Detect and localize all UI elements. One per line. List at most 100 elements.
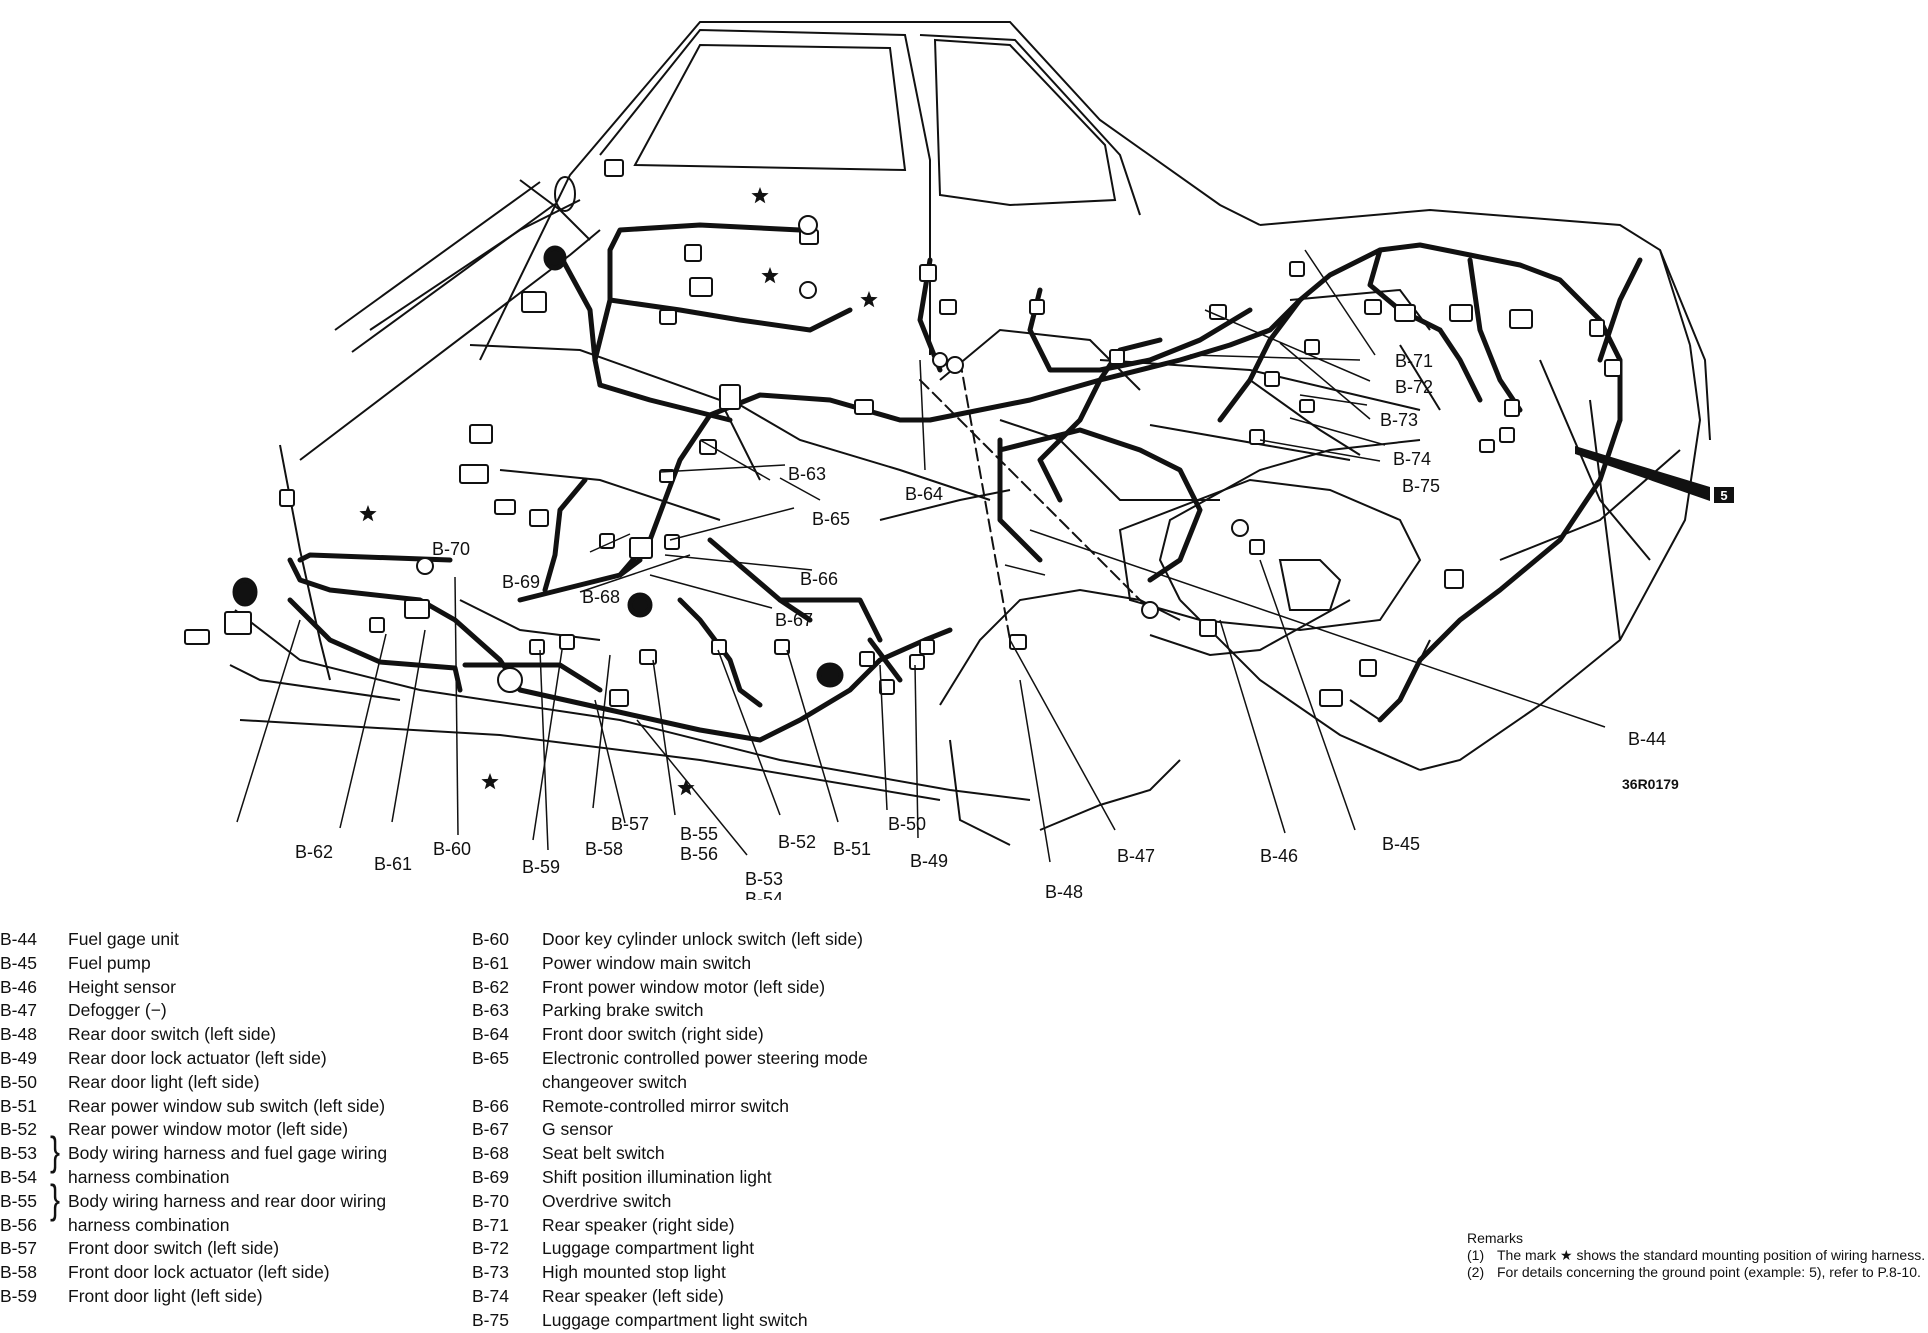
harness-wire <box>462 662 603 693</box>
legend-description: Fuel gage unit <box>68 929 179 949</box>
legend-code: B-44 <box>0 929 37 949</box>
mounting-hole <box>1141 601 1159 619</box>
mounting-hole <box>1231 519 1249 537</box>
leader-line <box>699 439 771 481</box>
legend-description: Body wiring harness and fuel gage wiring <box>68 1143 388 1164</box>
callout-b-44: B-44 <box>1628 729 1666 749</box>
callout-b-68: B-68 <box>582 587 620 607</box>
callout-b-45: B-45 <box>1382 834 1420 854</box>
legend-code: B-62 <box>472 976 509 997</box>
body-line <box>949 739 1011 846</box>
callout-b-58: B-58 <box>585 839 623 859</box>
legend-description: Luggage compartment light <box>542 1238 755 1259</box>
legend-code: B-57 <box>0 1238 37 1259</box>
harness-wire <box>597 382 733 423</box>
leader-line <box>1279 342 1371 420</box>
legend-description: Height sensor <box>68 976 176 997</box>
legend-description: Rear door lock actuator (left side) <box>68 1047 327 1068</box>
legend-description: Rear speaker (left side) <box>542 1285 724 1306</box>
callout-b-63: B-63 <box>788 464 826 484</box>
harness-wire <box>1437 327 1483 403</box>
legend-code: B-63 <box>472 1000 509 1021</box>
legend-description: harness combination <box>68 1214 230 1235</box>
callout-b-67: B-67 <box>775 610 813 630</box>
callout-b-66: B-66 <box>800 569 838 589</box>
remark-2-number: (2) <box>1467 1264 1485 1280</box>
legend-left-row: B-44 Fuel gage unit <box>0 928 448 952</box>
connector <box>529 639 545 655</box>
ground-box <box>1714 487 1734 503</box>
legend-code: B-48 <box>0 1024 37 1045</box>
leader-line <box>1009 639 1116 831</box>
leader-line <box>786 649 839 823</box>
legend-code: B-70 <box>472 1190 509 1211</box>
harness-hidden-wire <box>919 379 1151 611</box>
leader-line <box>579 554 691 593</box>
leader-line <box>879 664 888 811</box>
leader-line <box>592 654 611 809</box>
callout-b-71: B-71 <box>1395 351 1433 371</box>
legend-description: Defogger (−) <box>68 1000 167 1021</box>
legend-left-row: B-50 Rear door light (left side) <box>0 1071 448 1095</box>
harness-wire <box>1037 377 1103 503</box>
harness-wire <box>607 297 853 333</box>
leader-line <box>1219 619 1286 834</box>
connector <box>909 654 925 670</box>
body-line <box>599 28 931 355</box>
figure-code: 36R0179 <box>1622 776 1679 792</box>
remark-2: (2) For details concerning the ground po… <box>1467 1264 1927 1281</box>
connector <box>1479 439 1495 453</box>
legend-code: B-67 <box>472 1119 509 1140</box>
leader-line <box>1189 354 1361 361</box>
harness-wire <box>297 552 453 563</box>
callout-b-60: B-60 <box>433 839 471 859</box>
body-line <box>1179 599 1421 771</box>
legend-description: Overdrive switch <box>542 1190 672 1211</box>
harness-wire <box>927 242 1473 423</box>
connector <box>559 634 575 650</box>
legend-description: Rear door light (left side) <box>68 1071 260 1092</box>
body-line <box>1158 439 1421 601</box>
mounting-hole <box>946 356 964 374</box>
legend-description: Rear power window motor (left side) <box>68 1119 349 1140</box>
connector <box>1249 539 1265 555</box>
body-line <box>1118 478 1422 632</box>
body-line <box>1259 208 1691 346</box>
leader-line <box>649 574 773 609</box>
callout-b-59: B-59 <box>522 857 560 877</box>
star-marks <box>359 187 878 796</box>
harness-wire <box>1217 297 1303 423</box>
harness-wire <box>592 222 803 363</box>
legend-description: High mounted stop light <box>542 1262 726 1283</box>
mounting-hole <box>497 667 523 693</box>
harness-wire <box>287 597 463 693</box>
legend-description: Luggage compartment light switch <box>542 1309 808 1330</box>
connector <box>1009 634 1027 650</box>
connectors <box>184 159 1622 707</box>
leader-line <box>391 629 426 823</box>
star-mark <box>677 779 695 796</box>
body-line <box>234 609 1031 801</box>
harness-wire <box>1377 417 1623 723</box>
mounting-hole <box>932 352 948 368</box>
connector <box>639 649 657 665</box>
leader-line <box>664 554 813 571</box>
legend-code: B-50 <box>0 1071 37 1092</box>
leader-line <box>636 719 748 856</box>
body-line <box>999 419 1220 501</box>
ground-wedge <box>1575 446 1710 501</box>
connector <box>1029 299 1045 315</box>
callout-b-54: B-54 <box>745 889 783 900</box>
leader-line <box>594 699 626 824</box>
star-mark <box>359 505 377 522</box>
connector <box>459 464 489 484</box>
